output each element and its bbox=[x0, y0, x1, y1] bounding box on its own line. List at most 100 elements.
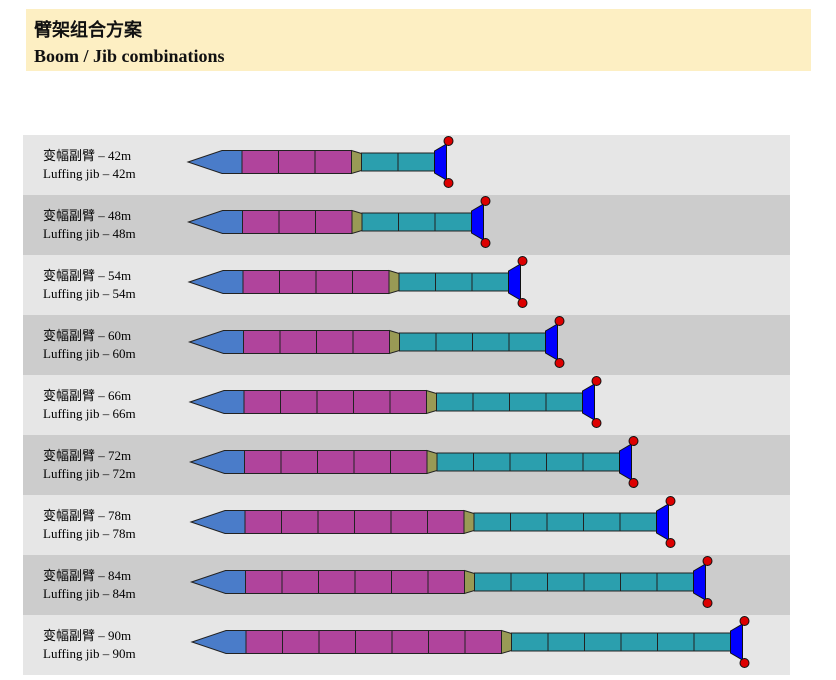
boom-base bbox=[189, 510, 246, 534]
jib-section bbox=[398, 272, 436, 292]
crane-diagram bbox=[187, 316, 565, 368]
jib-adapter bbox=[351, 209, 363, 235]
jib-section bbox=[657, 632, 695, 652]
combination-label-cn: 变幅副臂 – 48m bbox=[43, 208, 132, 223]
jib-section bbox=[471, 272, 509, 292]
upper-sheave-icon bbox=[739, 616, 750, 626]
boom-section bbox=[242, 210, 280, 234]
boom-base bbox=[188, 450, 245, 474]
boom-base bbox=[186, 210, 243, 234]
upper-sheave-icon bbox=[480, 196, 491, 206]
boom-section bbox=[317, 450, 355, 474]
jib-section bbox=[398, 212, 436, 232]
combination-label-cn: 变幅副臂 – 84m bbox=[43, 568, 132, 583]
upper-sheave-icon bbox=[591, 376, 602, 386]
combination-label-en: Luffing jib – 54m bbox=[43, 286, 136, 301]
boom-section bbox=[390, 510, 428, 534]
crane-diagram bbox=[189, 496, 676, 548]
boom-section bbox=[355, 630, 393, 654]
jib-section bbox=[397, 152, 435, 172]
jib-adapter bbox=[426, 449, 438, 475]
jib-section bbox=[511, 632, 549, 652]
crane-diagram bbox=[190, 616, 750, 668]
lower-sheave-icon bbox=[628, 478, 639, 488]
jib-section bbox=[620, 632, 658, 652]
boom-section bbox=[244, 450, 282, 474]
crane-diagram bbox=[189, 556, 713, 608]
boom-section bbox=[243, 390, 281, 414]
upper-sheave-icon bbox=[554, 316, 565, 326]
combination-label-cn: 变幅副臂 – 66m bbox=[43, 388, 132, 403]
boom-section bbox=[242, 270, 280, 294]
boom-section bbox=[315, 210, 353, 234]
jib-section bbox=[656, 572, 694, 592]
boom-section bbox=[279, 330, 317, 354]
jib-section bbox=[547, 572, 585, 592]
boom-section bbox=[318, 630, 356, 654]
jib-section bbox=[436, 392, 474, 412]
jib-head bbox=[730, 623, 743, 661]
jib-section bbox=[509, 392, 547, 412]
boom-section bbox=[391, 570, 429, 594]
boom-section bbox=[281, 510, 319, 534]
jib-section bbox=[619, 512, 657, 532]
combination-label-cn: 变幅副臂 – 60m bbox=[43, 328, 132, 343]
boom-section bbox=[352, 270, 390, 294]
jib-section bbox=[508, 332, 546, 352]
boom-section bbox=[390, 450, 428, 474]
jib-section bbox=[546, 512, 584, 532]
jib-section bbox=[472, 392, 510, 412]
boom-base bbox=[190, 630, 247, 654]
boom-base bbox=[189, 570, 246, 594]
page-title-en: Boom / Jib combinations bbox=[34, 46, 225, 66]
jib-section bbox=[399, 332, 437, 352]
combination-label-en: Luffing jib – 78m bbox=[43, 526, 136, 541]
lower-sheave-icon bbox=[480, 238, 491, 248]
boom-section bbox=[353, 450, 391, 474]
boom-section bbox=[278, 210, 316, 234]
boom-section bbox=[282, 630, 320, 654]
jib-head bbox=[434, 143, 447, 181]
combination-label-en: Luffing jib – 66m bbox=[43, 406, 136, 421]
combination-label-en: Luffing jib – 48m bbox=[43, 226, 136, 241]
boom-section bbox=[278, 150, 316, 174]
jib-head bbox=[582, 383, 595, 421]
jib-section bbox=[473, 512, 511, 532]
jib-section bbox=[546, 452, 584, 472]
jib-section bbox=[693, 632, 731, 652]
boom-section bbox=[241, 150, 279, 174]
jib-section bbox=[583, 512, 621, 532]
boom-section bbox=[314, 150, 352, 174]
jib-adapter bbox=[426, 389, 437, 415]
boom-section bbox=[280, 450, 318, 474]
combination-label-en: Luffing jib – 60m bbox=[43, 346, 136, 361]
boom-base bbox=[187, 330, 244, 354]
boom-section bbox=[464, 630, 502, 654]
jib-adapter bbox=[463, 509, 475, 535]
jib-section bbox=[620, 572, 658, 592]
jib-head bbox=[545, 323, 558, 361]
lower-sheave-icon bbox=[702, 598, 713, 608]
crane-diagram bbox=[188, 376, 602, 428]
jib-adapter bbox=[389, 329, 400, 355]
header-banner: 臂架组合方案 Boom / Jib combinations bbox=[26, 9, 811, 71]
upper-sheave-icon bbox=[702, 556, 713, 566]
jib-adapter bbox=[388, 269, 400, 295]
jib-section bbox=[473, 452, 511, 472]
upper-sheave-icon bbox=[443, 136, 454, 146]
upper-sheave-icon bbox=[517, 256, 528, 266]
boom-section bbox=[353, 390, 391, 414]
jib-section bbox=[361, 152, 399, 172]
boom-section bbox=[391, 630, 429, 654]
jib-section bbox=[361, 212, 399, 232]
combination-label-cn: 变幅副臂 – 54m bbox=[43, 268, 132, 283]
